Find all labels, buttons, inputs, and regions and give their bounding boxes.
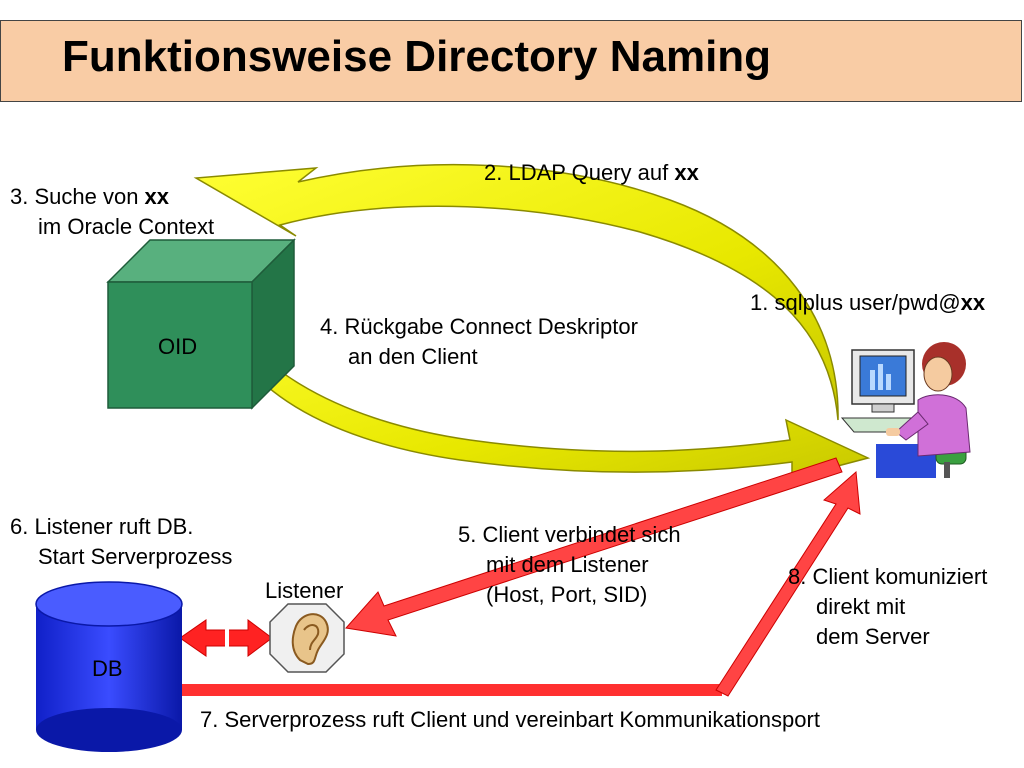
step-2-label: 2. LDAP Query auf xx [484,160,699,185]
ldap-query-arrow [193,163,839,421]
client-user-icon [840,342,971,478]
oid-label: OID [158,334,198,359]
db-label: DB [92,656,123,681]
db-listener-arrow [179,619,273,657]
listener-octagon [269,603,345,673]
step-5-label: 5. Client verbindet sich mit dem Listene… [458,522,681,607]
page-title: Funktionsweise Directory Naming [62,32,772,81]
step-1-label: 1. sqlplus user/pwd@xx [750,290,986,315]
oid-cube [106,238,296,410]
step-7-label: 7. Serverprozess ruft Client und vereinb… [200,707,820,732]
step-4-label: 4. Rückgabe Connect Deskriptor an den Cl… [320,314,638,369]
client-listener-arrow [345,457,843,637]
step-3-label: 3. Suche von xx im Oracle Context [10,184,215,239]
server-client-arrow [182,470,861,697]
listener-label: Listener [265,578,344,603]
ear-icon [291,613,329,666]
db-cylinder [35,581,183,752]
title-bar [0,20,1022,102]
step-8-label: 8. Client komuniziert direkt mit dem Ser… [788,564,988,649]
step-6-label: 6. Listener ruft DB. Start Serverprozess [10,514,233,569]
